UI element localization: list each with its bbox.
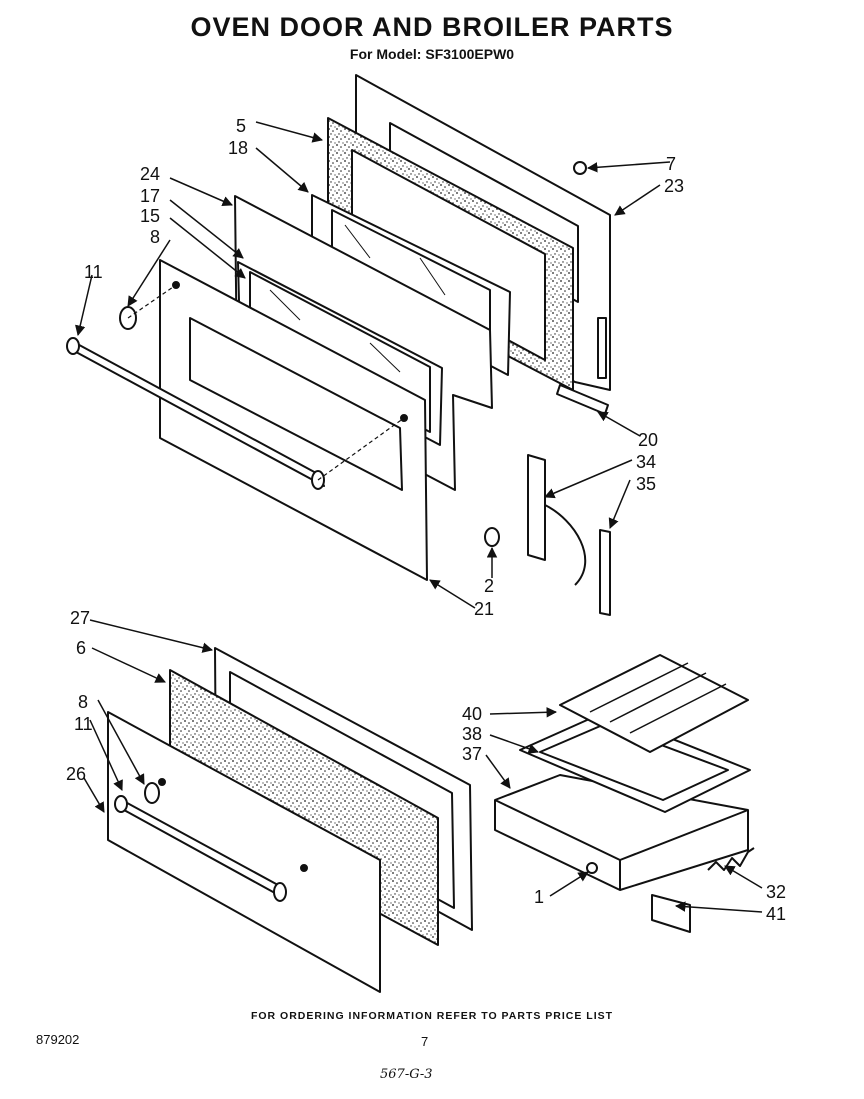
callout-40: 40: [462, 704, 482, 724]
handwritten-code: 567-G-3: [380, 1067, 433, 1082]
callout-8-broiler: 8: [78, 692, 88, 712]
callout-24: 24: [140, 164, 160, 184]
outer-oven-door: [159, 259, 428, 581]
page-title: OVEN DOOR AND BROILER PARTS: [190, 12, 674, 42]
broiler-drawer: [494, 774, 749, 891]
broiler-door-handle: [114, 795, 287, 902]
callout-2: 2: [484, 576, 494, 596]
document-number: 879202: [36, 1032, 80, 1047]
drawer-slide-bracket: [651, 894, 691, 933]
oven-door-handle: [66, 337, 325, 490]
callout-21: 21: [474, 599, 494, 619]
model-subtitle: For Model: SF3100EPW0: [349, 46, 515, 62]
callout-18: 18: [228, 138, 248, 158]
drawer-spring: [707, 847, 755, 871]
door-bottom-trim: [556, 384, 609, 415]
callout-37: 37: [462, 744, 482, 764]
callout-7: 7: [666, 154, 676, 174]
callout-17: 17: [140, 186, 160, 206]
callout-11: 11: [84, 262, 103, 282]
door-screw: [573, 161, 587, 175]
hinge-receptacle: [599, 529, 611, 616]
callout-27: 27: [70, 608, 90, 628]
callout-20: 20: [638, 430, 658, 450]
callout-15: 15: [140, 206, 160, 226]
callout-41: 41: [766, 904, 786, 924]
broiler-pan: [519, 711, 751, 813]
callout-6: 6: [76, 638, 86, 658]
page-number: 7: [421, 1034, 429, 1049]
exploded-parts-diagram: 5 18 24 17 15 8 11 7 23 20 34 35 2 21 27…: [66, 74, 786, 993]
broiler-grid: [559, 654, 749, 753]
callout-26: 26: [66, 764, 86, 784]
callout-34: 34: [636, 452, 656, 472]
callout-32: 32: [766, 882, 786, 902]
callout-11-broiler: 11: [74, 714, 93, 734]
ordering-note: FOR ORDERING INFORMATION REFER TO PARTS …: [250, 1010, 614, 1022]
callout-1: 1: [534, 887, 544, 907]
callout-23: 23: [664, 176, 684, 196]
broiler-handle-end-cap: [144, 782, 160, 804]
callout-5: 5: [236, 116, 246, 136]
callout-35: 35: [636, 474, 656, 494]
callout-8: 8: [150, 227, 160, 247]
broiler-outer-door: [107, 711, 381, 993]
hinge-pin: [484, 527, 500, 547]
door-hinge: [527, 454, 587, 586]
callout-38: 38: [462, 724, 482, 744]
